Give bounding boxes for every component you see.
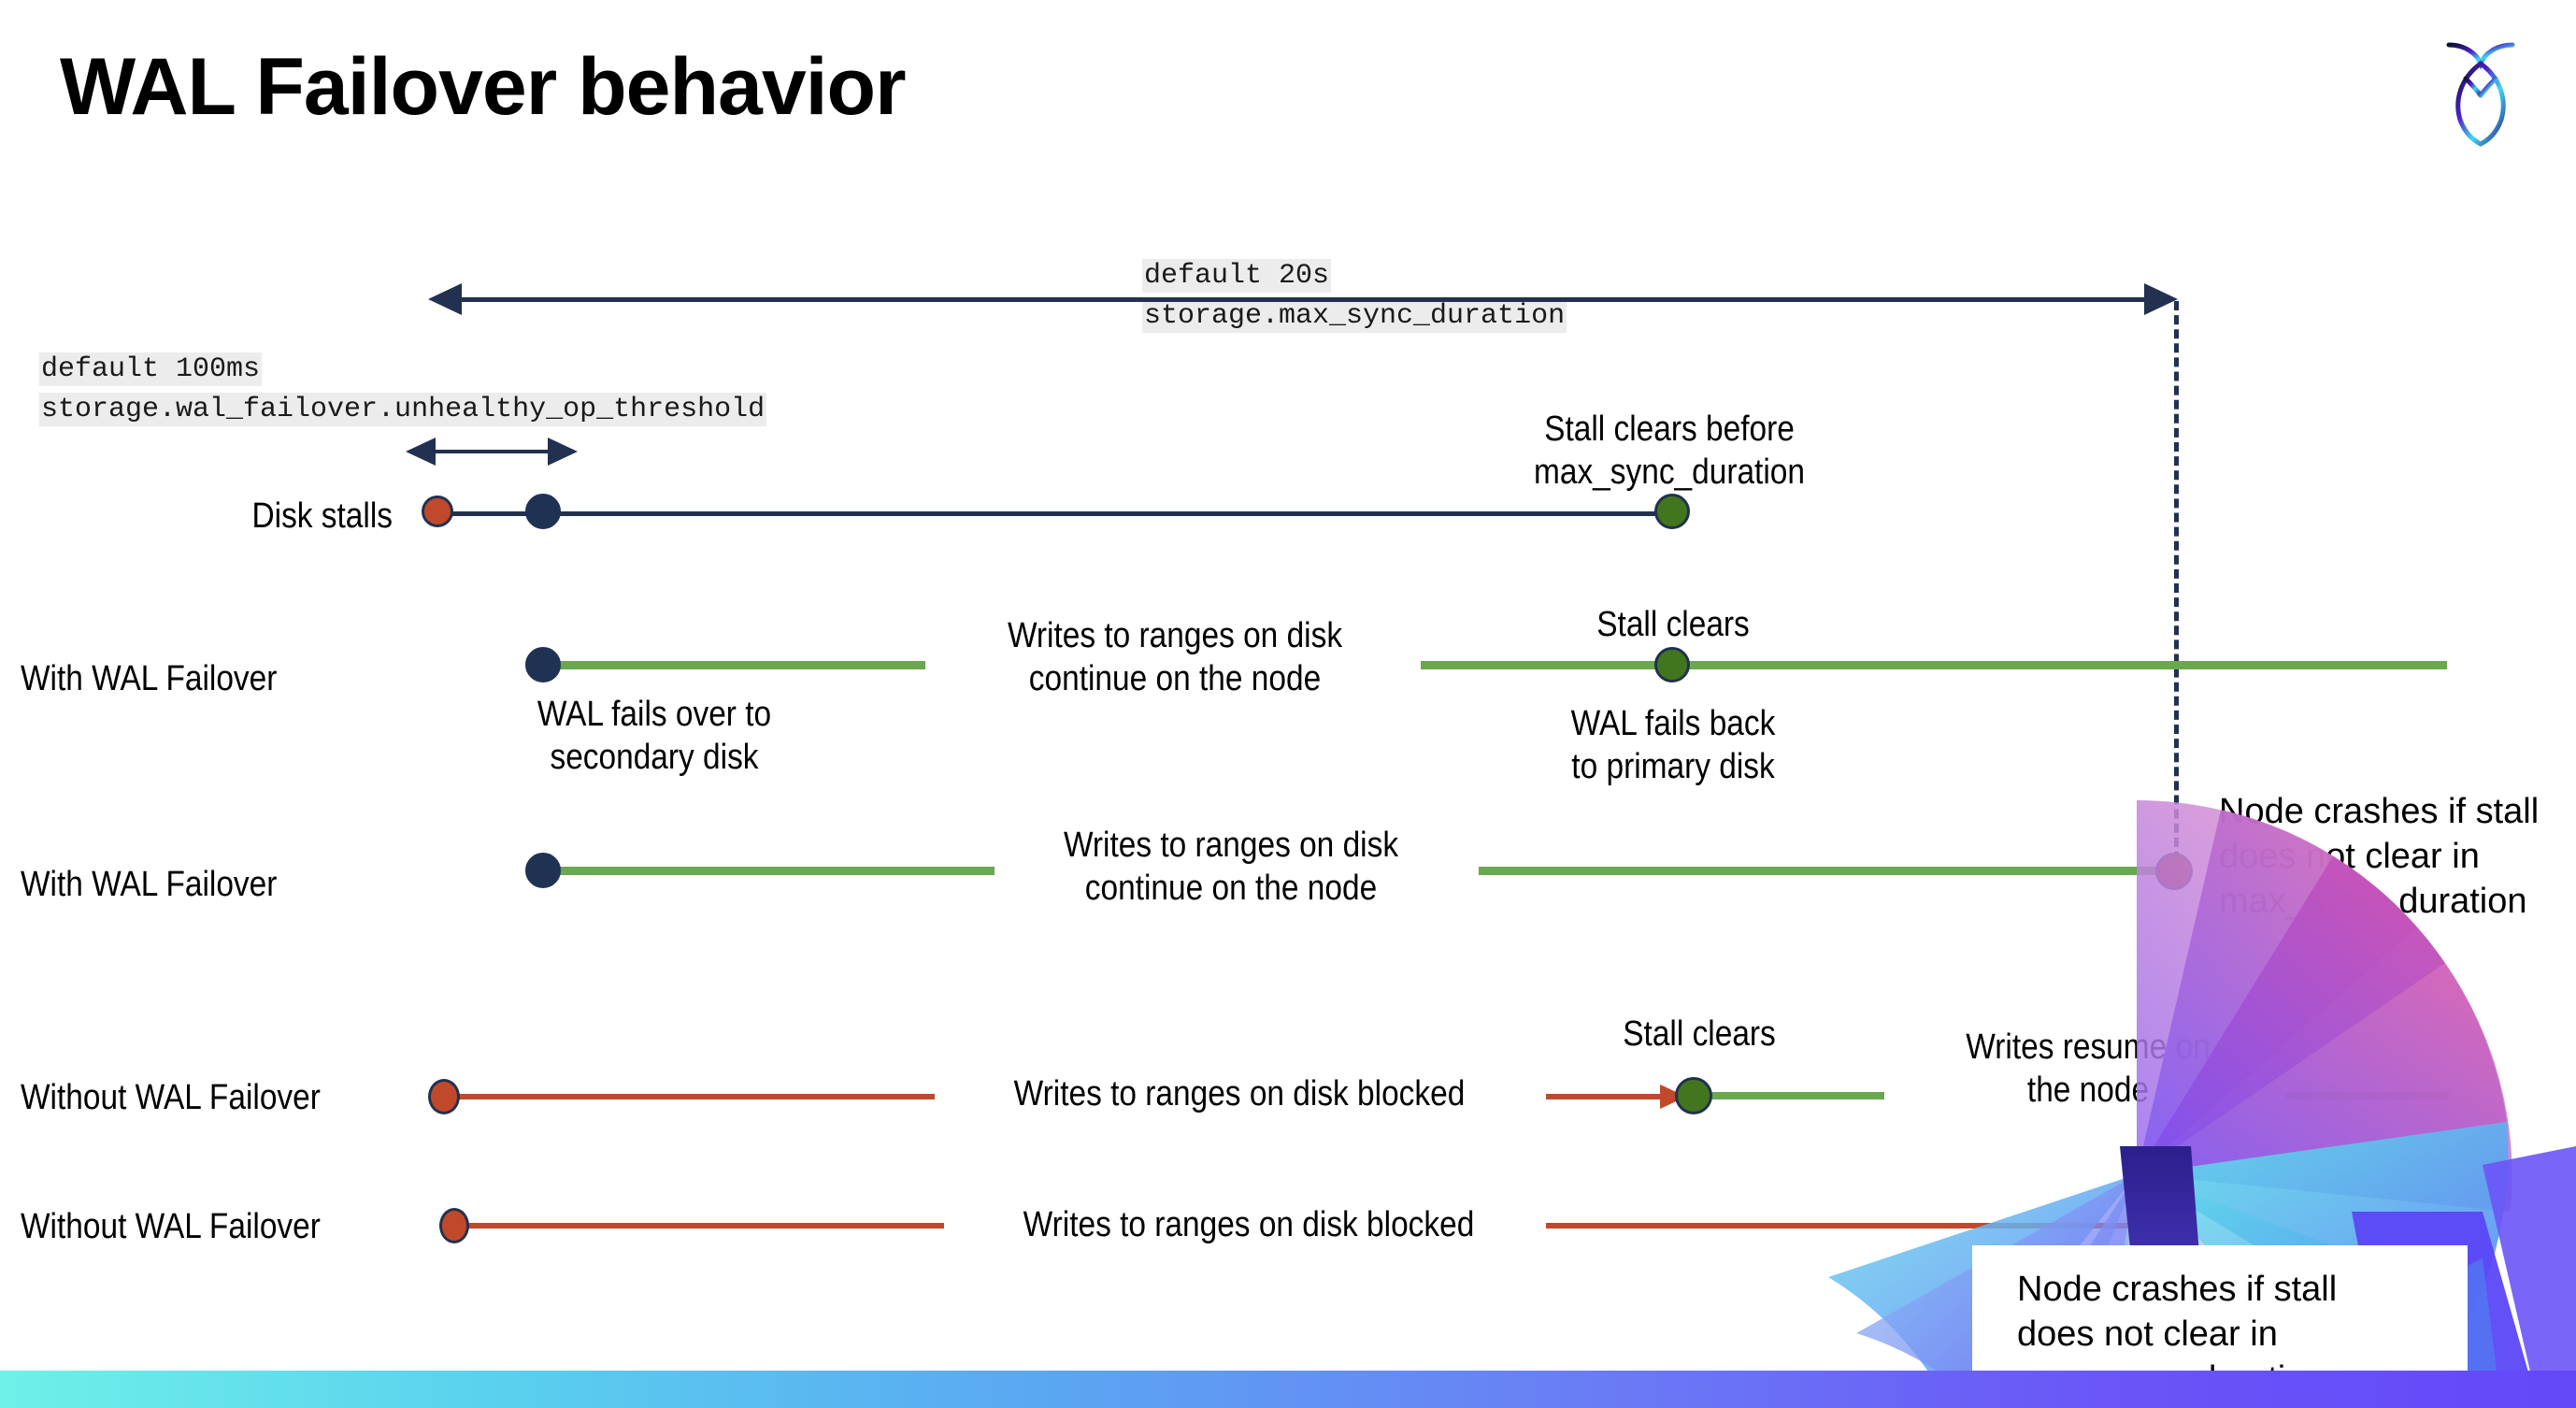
annotation-writes-blocked-row4: Writes to ranges on disk blocked bbox=[1013, 1074, 1466, 1113]
max-sync-duration-dashed-line bbox=[2174, 301, 2179, 875]
annotation-stall-clears-before-line2: max_sync_duration bbox=[1534, 452, 1805, 492]
page-title: WAL Failover behavior bbox=[60, 42, 907, 132]
annotation-stall-clears-row4: Stall clears bbox=[1623, 1014, 1776, 1054]
annotation-writes-continue-row3-line2: continue on the node bbox=[1084, 868, 1378, 908]
with-wal-failover-2-segment-b bbox=[1479, 867, 2174, 875]
annotation-wal-fails-back-line2: to primary disk bbox=[1571, 746, 1775, 786]
annotation-node-crashes-row5-line1: Node crashes if stall bbox=[2017, 1270, 2338, 1309]
annotation-writes-resume-line2: the node bbox=[2026, 1070, 2150, 1110]
without-wal-failover-2-segment-a bbox=[458, 1223, 944, 1228]
bottom-gradient-bar bbox=[0, 1371, 2576, 1408]
without-wal-failover-1-segment-a bbox=[447, 1094, 935, 1099]
callout-unhealthy-op-threshold: default 100ms storage.wal_failover.unhea… bbox=[39, 350, 767, 429]
annotation-writes-continue-row2-line2: continue on the node bbox=[1028, 658, 1322, 698]
unhealthy-op-threshold-left-arrowhead bbox=[406, 438, 436, 466]
row-label-with-wal-failover-2: With WAL Failover bbox=[21, 865, 278, 904]
with-wal-failover-2-segment-a bbox=[548, 867, 995, 875]
without-wal-failover-2-crash-dot bbox=[2155, 1206, 2195, 1245]
with-wal-failover-1-segment-b bbox=[1421, 661, 2447, 669]
max-sync-duration-span-line bbox=[460, 297, 2146, 302]
callout-max-sync-duration: default 20s storage.max_sync_duration bbox=[1142, 256, 1567, 336]
row-label-with-wal-failover-1: With WAL Failover bbox=[21, 659, 278, 698]
with-wal-failover-2-crash-dot bbox=[2155, 853, 2193, 890]
without-wal-failover-1-segment-b bbox=[1546, 1094, 1662, 1099]
callout-unhealthy-op-threshold-line1: default 100ms bbox=[39, 352, 263, 386]
max-sync-duration-right-arrowhead bbox=[2144, 283, 2178, 315]
annotation-writes-blocked-row5: Writes to ranges on disk blocked bbox=[1023, 1205, 1475, 1244]
without-wal-failover-1-clear-dot bbox=[1675, 1077, 1712, 1114]
unhealthy-op-threshold-span-line bbox=[436, 450, 548, 453]
with-wal-failover-2-start-dot bbox=[525, 853, 561, 888]
max-sync-duration-left-arrowhead bbox=[428, 283, 462, 315]
disk-stalls-failover-dot bbox=[525, 494, 561, 529]
unhealthy-op-threshold-right-arrowhead bbox=[548, 438, 578, 466]
disk-stalls-clear-dot bbox=[1654, 494, 1690, 529]
without-wal-failover-2-segment-b bbox=[1546, 1223, 2150, 1228]
annotation-node-crashes-row3-line1: Node crashes if stall bbox=[2219, 792, 2540, 831]
annotation-writes-continue-row2: Writes to ranges on disk continue on the… bbox=[964, 615, 1386, 700]
annotation-wal-fails-back: WAL fails back to primary disk bbox=[1533, 703, 1812, 788]
row-label-without-wal-failover-2: Without WAL Failover bbox=[21, 1207, 321, 1246]
with-wal-failover-1-start-dot bbox=[525, 647, 561, 682]
annotation-node-crashes-row3-line2: does not clear in bbox=[2219, 836, 2480, 876]
without-wal-failover-1-segment-green2 bbox=[2286, 1092, 2449, 1099]
without-wal-failover-1-segment-green bbox=[1707, 1092, 1884, 1099]
annotation-writes-continue-row3-line1: Writes to ranges on disk bbox=[1063, 826, 1399, 865]
callout-max-sync-duration-line2: storage.max_sync_duration bbox=[1142, 298, 1567, 333]
callout-unhealthy-op-threshold-line2: storage.wal_failover.unhealthy_op_thresh… bbox=[39, 392, 767, 426]
annotation-stall-clears-before-line1: Stall clears before bbox=[1544, 409, 1795, 449]
annotation-stall-clears-before: Stall clears before max_sync_duration bbox=[1488, 409, 1850, 494]
with-wal-failover-1-clear-dot bbox=[1654, 647, 1690, 682]
annotation-node-crashes-row5-line2: does not clear in bbox=[2017, 1314, 2278, 1354]
disk-stalls-timeline bbox=[439, 511, 1673, 516]
annotation-wal-fails-over-line2: secondary disk bbox=[550, 737, 759, 777]
annotation-node-crashes-row3-line3: max_sync_duration bbox=[2219, 881, 2527, 921]
with-wal-failover-1-segment-a bbox=[548, 661, 925, 669]
row-label-without-wal-failover-1: Without WAL Failover bbox=[21, 1078, 321, 1117]
callout-max-sync-duration-line1: default 20s bbox=[1142, 259, 1332, 293]
annotation-wal-fails-over: WAL fails over to secondary disk bbox=[490, 694, 819, 779]
annotation-writes-resume-line1: Writes resume on bbox=[1966, 1027, 2211, 1067]
cockroach-labs-logo bbox=[2425, 24, 2537, 165]
without-wal-failover-2-start-dot bbox=[439, 1208, 469, 1243]
without-wal-failover-1-start-dot bbox=[428, 1079, 460, 1114]
annotation-writes-continue-row3: Writes to ranges on disk continue on the… bbox=[1020, 825, 1442, 910]
row-label-disk-stalls: Disk stalls bbox=[251, 496, 393, 536]
annotation-node-crashes-row3: Node crashes if stall does not clear in … bbox=[2219, 790, 2574, 925]
disk-stalls-start-dot bbox=[422, 496, 453, 527]
annotation-writes-continue-row2-line1: Writes to ranges on disk bbox=[1007, 616, 1343, 655]
annotation-wal-fails-back-line1: WAL fails back bbox=[1570, 704, 1776, 743]
annotation-wal-fails-over-line1: WAL fails over to bbox=[537, 695, 772, 734]
annotation-writes-resume: Writes resume on the node bbox=[1932, 1027, 2244, 1112]
annotation-stall-clears-row2: Stall clears bbox=[1596, 605, 1750, 644]
